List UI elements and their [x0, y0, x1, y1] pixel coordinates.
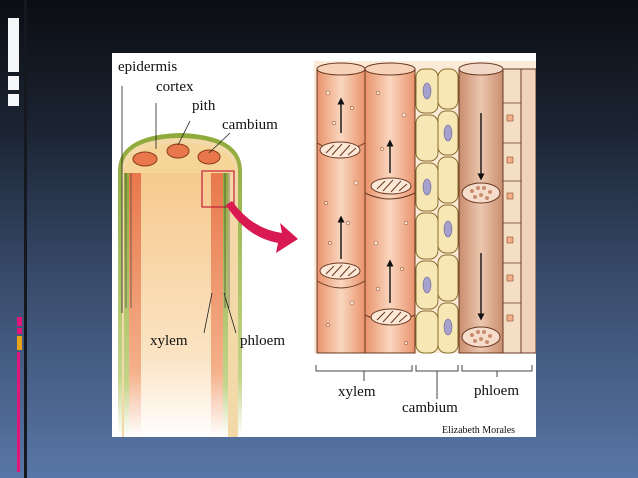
deco-marker-magenta-top	[17, 317, 22, 326]
label-epidermis: epidermis	[118, 59, 177, 75]
bundle-right	[197, 149, 221, 165]
vascular-strip-left-outer	[124, 171, 129, 437]
plate-bars-4	[376, 310, 408, 324]
label-cortex: cortex	[156, 79, 194, 95]
leader-xylem	[203, 292, 213, 334]
bracket-phloem	[461, 365, 533, 372]
perforation-plate-4	[370, 308, 412, 326]
xylem-top-1	[316, 62, 366, 76]
deco-bar-1	[8, 18, 19, 72]
plant-tissue-diagram: epidermis cortex pith cambium xylem phlo…	[118, 59, 536, 437]
deco-line-magenta	[17, 352, 20, 472]
sieve-pores	[470, 186, 492, 344]
leader-pith	[177, 120, 191, 146]
pith-core	[141, 171, 211, 437]
cambium-nuclei	[422, 82, 453, 336]
companion-segments	[503, 102, 521, 304]
bracket-cambium	[415, 365, 459, 372]
zoom-box	[201, 170, 235, 208]
bracket-xylem	[315, 365, 413, 372]
zoom-arrow	[226, 201, 298, 253]
xylem-column-2	[364, 68, 416, 354]
plate-bars-3	[325, 264, 357, 278]
plant-tissue-figure: epidermis cortex pith cambium xylem phlo…	[112, 53, 536, 437]
region-brackets	[315, 365, 533, 399]
phloem-pits	[506, 114, 514, 322]
phloem-companion	[502, 68, 522, 354]
xylem-wall-b	[316, 280, 366, 289]
perforation-plate-1	[319, 141, 361, 159]
vascular-strip-right	[211, 171, 223, 437]
label-xylem-detail: xylem	[338, 384, 376, 400]
deco-bar-3	[8, 94, 19, 106]
xylem-wall-c	[364, 192, 416, 200]
stem-section	[118, 86, 242, 437]
label-cambium-detail: cambium	[402, 400, 458, 416]
leader-phloem	[223, 292, 237, 334]
xylem-pits	[324, 90, 409, 345]
deco-marker-magenta-mid	[17, 328, 22, 334]
label-xylem-left: xylem	[150, 333, 188, 349]
perforation-plate-2	[370, 177, 412, 195]
magnified-tissue	[314, 61, 536, 354]
label-phloem-detail: phloem	[474, 383, 519, 399]
image-credit: Elizabeth Morales	[442, 425, 515, 436]
label-pith: pith	[192, 98, 216, 114]
label-phloem-left: phloem	[240, 333, 285, 349]
deco-marker-gold	[17, 336, 22, 350]
leader-cambium	[208, 132, 231, 154]
cambium-cells	[415, 68, 459, 354]
bundle-center	[166, 143, 190, 159]
vascular-strip-left	[129, 171, 141, 437]
phloem-top-1	[458, 62, 504, 76]
perforation-plate-3	[319, 262, 361, 280]
vascular-strip-right-outer	[223, 171, 228, 437]
slide-left-rule	[24, 0, 27, 478]
label-cambium-top: cambium	[222, 117, 278, 133]
plate-bars-1	[325, 143, 357, 157]
deco-bar-2	[8, 76, 19, 90]
phloem-column-2	[520, 68, 536, 354]
plate-bars-2	[376, 179, 408, 193]
xylem-top-2	[364, 62, 416, 76]
bundle-left	[132, 151, 158, 167]
